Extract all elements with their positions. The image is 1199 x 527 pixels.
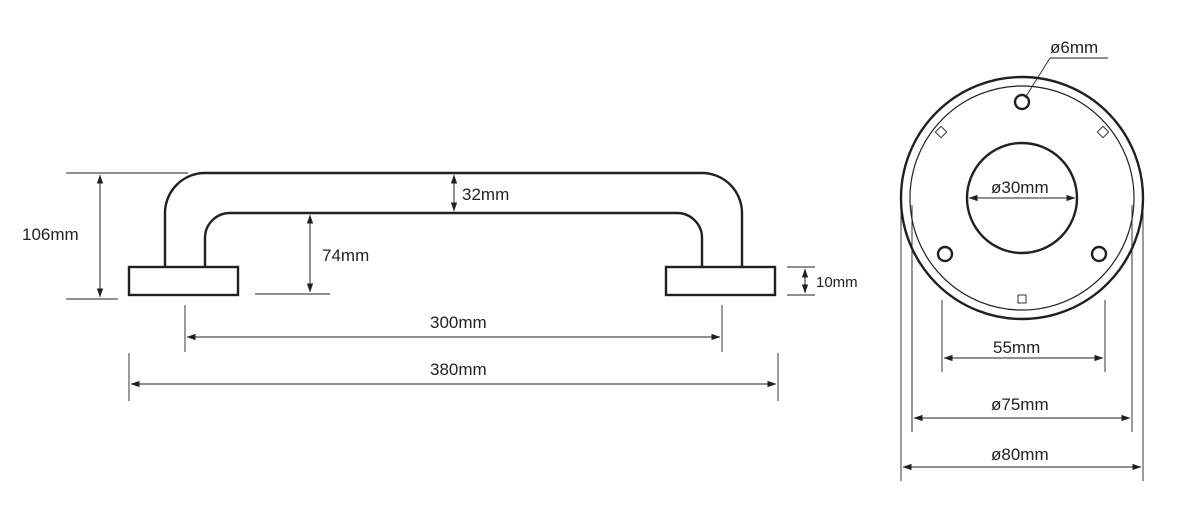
overall-length-dimension: 380mm (128, 353, 779, 401)
hole-spacing-dimension: 55mm (941, 300, 1106, 372)
right-base-plate (664, 265, 777, 297)
locator-square-right (1096, 125, 1110, 139)
base-thickness-dimension: 10mm (787, 266, 858, 296)
tube-opening-label: ø30mm (991, 178, 1049, 197)
side-view: 106mm 32mm 74mm 10mm 300mm (22, 171, 858, 401)
outer-diameter-label: ø80mm (991, 445, 1049, 464)
overall-height-dimension: 106mm (22, 172, 188, 300)
outer-diameter-dimension: ø80mm (900, 205, 1144, 481)
flange-outer-circle (899, 75, 1145, 321)
tube-opening-circle (965, 141, 1079, 255)
inner-diameter-label: ø75mm (991, 395, 1049, 414)
grab-bar-outline (163, 171, 744, 267)
inner-diameter-dimension: ø75mm (911, 205, 1133, 432)
overall-height-label: 106mm (22, 225, 79, 244)
centers-label: 300mm (430, 313, 487, 332)
flange-inner-circle (909, 85, 1135, 311)
base-thickness-label: 10mm (816, 274, 858, 291)
tube-diameter-dimension: 32mm (450, 174, 509, 212)
left-base-plate (127, 265, 240, 297)
right-screw-hole (1090, 245, 1108, 263)
tube-diameter-label: 32mm (462, 185, 509, 204)
locator-square-bottom (1017, 294, 1027, 304)
locator-square-left (934, 125, 948, 139)
overall-length-label: 380mm (430, 360, 487, 379)
end-view: ø6mm ø30mm 55mm ø75mm ø80mm (899, 38, 1145, 481)
top-screw-hole (1013, 93, 1031, 111)
clearance-dimension: 74mm (255, 214, 369, 295)
hole-spacing-label: 55mm (993, 338, 1040, 357)
tube-opening-dimension: ø30mm (968, 178, 1076, 202)
centers-dimension: 300mm (184, 305, 723, 352)
left-screw-hole (936, 245, 954, 263)
hole-diameter-label: ø6mm (1050, 38, 1098, 57)
clearance-label: 74mm (322, 246, 369, 265)
hole-diameter-callout: ø6mm (1024, 38, 1108, 99)
